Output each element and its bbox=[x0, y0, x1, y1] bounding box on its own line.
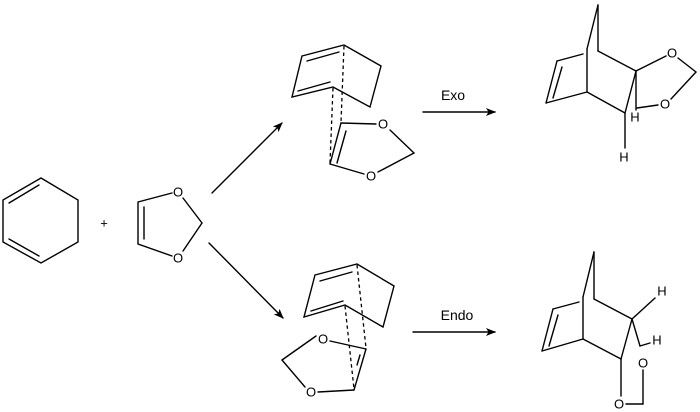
oxygen-atom: O bbox=[173, 185, 183, 200]
hydrogen-atom: H bbox=[630, 110, 639, 125]
oxygen-atom: O bbox=[378, 117, 388, 132]
exo-product: O O H H bbox=[545, 4, 697, 165]
oxygen-atom: O bbox=[667, 46, 677, 61]
plus-sign: + bbox=[100, 216, 108, 231]
oxygen-atom: O bbox=[306, 385, 316, 400]
endo-pathway-arrow bbox=[208, 242, 284, 319]
exo-pathway-arrow bbox=[211, 122, 283, 194]
oxygen-atom: O bbox=[318, 332, 328, 347]
hydrogen-atom: H bbox=[619, 150, 628, 165]
oxygen-atom: O bbox=[614, 397, 624, 412]
endo-product: H H O O bbox=[541, 251, 667, 412]
hydrogen-atom: H bbox=[657, 284, 666, 299]
oxygen-atom: O bbox=[638, 356, 648, 371]
hydrogen-atom: H bbox=[652, 333, 661, 348]
oxygen-atom: O bbox=[173, 251, 183, 266]
oxygen-atom: O bbox=[366, 169, 376, 184]
dioxole: O O bbox=[137, 185, 203, 266]
oxygen-atom: O bbox=[660, 97, 670, 112]
cyclohexadiene bbox=[2, 177, 79, 264]
endo-transition-state: O O bbox=[281, 263, 395, 400]
exo-label: Exo bbox=[441, 87, 465, 103]
endo-label: Endo bbox=[441, 307, 474, 323]
exo-transition-state: O O bbox=[291, 44, 415, 184]
